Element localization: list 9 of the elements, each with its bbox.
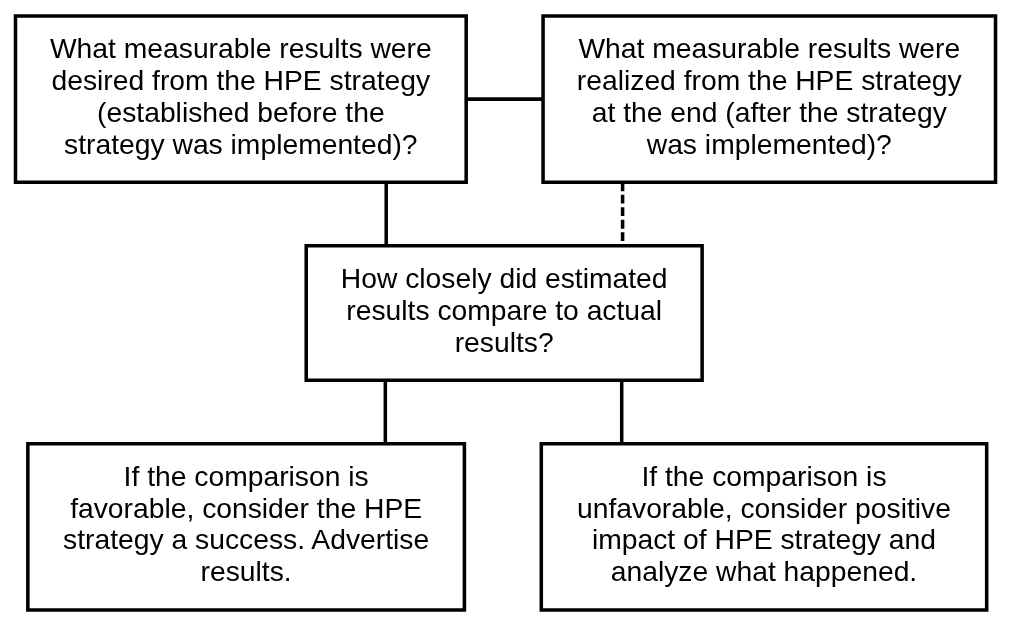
node-box: If the comparison is favorable, consider the HPE strategy a success. Advertise results. bbox=[26, 441, 467, 612]
node-box: What measurable results were desired from the HPE strategy (established before the strategy was implemented)? bbox=[13, 13, 468, 184]
node-box: What measurable results were realized from the HPE strategy at the end (after the strategy was implemented)? bbox=[541, 13, 998, 184]
node-box: If the comparison is unfavorable, consider positive impact of HPE strategy and analyze what happened. bbox=[539, 441, 989, 612]
connector bbox=[466, 96, 543, 101]
connector bbox=[384, 181, 388, 245]
node-box: How closely did estimated results compare to actual results? bbox=[304, 243, 704, 382]
connector bbox=[383, 380, 388, 443]
connector bbox=[619, 380, 624, 443]
